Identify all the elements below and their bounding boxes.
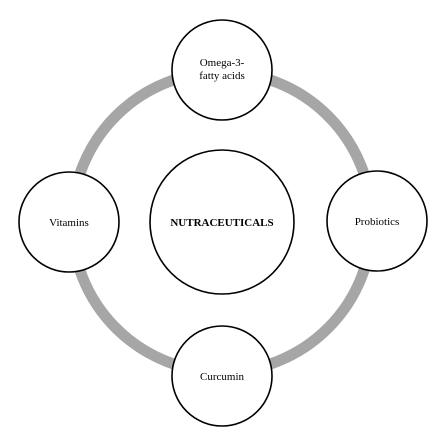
- node-probiotics: Probiotics: [326, 170, 428, 272]
- center-node: NUTRACEUTICALS: [149, 149, 295, 295]
- node-vitamins: Vitamins: [18, 171, 120, 273]
- node-omega3: Omega-3- fatty acids: [171, 19, 273, 121]
- node-omega3-label-line1: Omega-3-: [200, 57, 245, 69]
- node-omega3-circle: [171, 19, 273, 121]
- node-vitamins-circle: [18, 171, 120, 273]
- center-node-label: NUTRACEUTICALS: [170, 217, 273, 229]
- node-probiotics-label: Probiotics: [355, 216, 400, 228]
- node-curcumin: Curcumin: [171, 325, 273, 427]
- node-omega3-label-line2: fatty acids: [199, 70, 245, 82]
- node-curcumin-circle: [171, 325, 273, 427]
- center-node-circle: [149, 149, 295, 295]
- node-vitamins-label: Vitamins: [49, 217, 89, 229]
- node-curcumin-label: Curcumin: [200, 371, 244, 383]
- node-probiotics-circle: [326, 170, 428, 272]
